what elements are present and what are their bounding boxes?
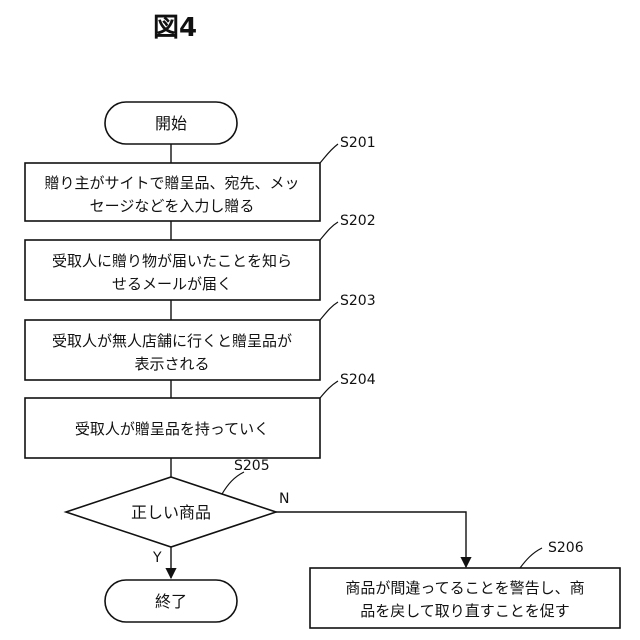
- step-label-s203: S203: [340, 293, 376, 309]
- leader-s202: [320, 222, 338, 240]
- leader-s203: [320, 302, 338, 320]
- step-text-s206-line1: 商品が間違ってることを警告し、商: [345, 579, 584, 597]
- step-text-s202-line2: せるメールが届く: [112, 275, 232, 293]
- step-text-s202-line1: 受取人に贈り物が届いたことを知ら: [52, 252, 292, 270]
- step-label-s204: S204: [340, 372, 376, 388]
- step-label-s201: S201: [340, 135, 376, 151]
- step-label-s202: S202: [340, 213, 376, 229]
- step-label-s206: S206: [548, 540, 584, 556]
- step-text-s203-line2: 表示される: [134, 355, 209, 373]
- end-label: 終了: [155, 592, 187, 611]
- leader-s204: [320, 381, 338, 398]
- figure-title: 図4: [153, 13, 197, 43]
- step-text-s201-line2: セージなどを入力し贈る: [90, 197, 255, 215]
- step-text-s201-line1: 贈り主がサイトで贈呈品、宛先、メッ: [44, 174, 299, 192]
- start-label: 開始: [155, 114, 187, 133]
- step-text-s206-line2: 品を戻して取り直すことを促す: [360, 602, 570, 620]
- leader-s201: [320, 144, 338, 163]
- decision-text-s205: 正しい商品: [131, 503, 211, 522]
- branch-label-no: N: [279, 491, 289, 507]
- step-text-s203-line1: 受取人が無人店舗に行くと贈呈品が: [52, 332, 292, 350]
- branch-label-yes: Y: [152, 550, 162, 566]
- decision-label-s205: S205: [234, 458, 270, 474]
- step-text-s204-line1: 受取人が贈呈品を持っていく: [75, 420, 269, 438]
- connector-no-branch: [276, 512, 466, 567]
- leader-s206: [520, 548, 542, 568]
- leader-s205: [222, 472, 244, 494]
